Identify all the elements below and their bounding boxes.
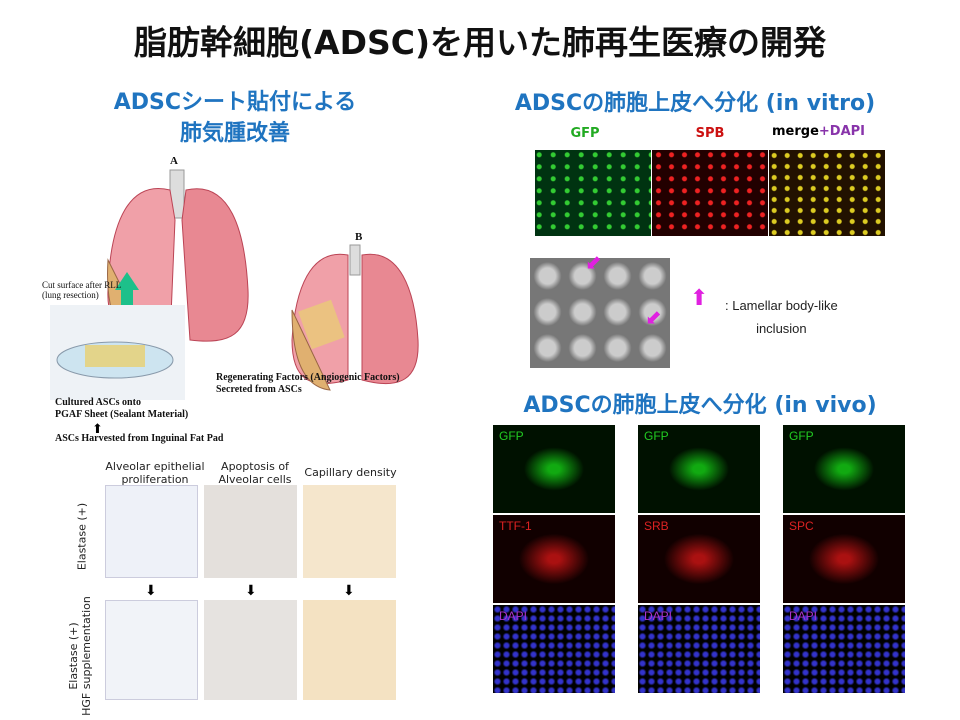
vivo-image: GFP <box>783 425 905 513</box>
down-arrow-icon: ⬇ <box>145 583 157 599</box>
histology-image <box>105 485 198 578</box>
vivo-image: DAPI <box>783 605 905 693</box>
vivo-image: GFP <box>638 425 760 513</box>
harvested-label: ASCs Harvested from Inguinal Fat Pad <box>55 433 224 444</box>
vivo-image: GFP <box>493 425 615 513</box>
magenta-arrow-icon: ⬆ <box>690 286 709 311</box>
magenta-arrow-icon: ⬋ <box>585 250 602 274</box>
histology-image <box>204 600 297 700</box>
cut-surface-label: Cut surface after RLL(lung resection) <box>42 280 122 300</box>
merge-image <box>769 150 885 236</box>
merge-dapi-label: merge+DAPI <box>772 124 866 139</box>
lung-sheet-figure <box>50 169 419 400</box>
vivo-image-label: TTF-1 <box>499 519 532 533</box>
col-label-proliferation: Alveolar epithelial proliferation <box>105 460 205 486</box>
vivo-image-label: SPC <box>789 519 814 533</box>
histology-image <box>303 600 396 700</box>
vivo-image: SPC <box>783 515 905 603</box>
left-heading-1: ADSCシート貼付による <box>113 90 357 115</box>
vitro-heading: ADSCの肺胞上皮へ分化 (in vitro) <box>514 91 876 116</box>
vivo-image: SRB <box>638 515 760 603</box>
spb-image <box>652 150 768 236</box>
vivo-image-label: DAPI <box>644 609 673 623</box>
vivo-image: DAPI <box>493 605 615 693</box>
row-label-elastase-hgf: Elastase (+)HGF supplementation <box>67 596 93 716</box>
vivo-heading: ADSCの肺胞上皮へ分化 (in vivo) <box>523 393 877 418</box>
gfp-image <box>535 150 651 236</box>
left-heading-2: 肺気腫改善 <box>179 121 290 146</box>
magenta-arrow-icon: ⬋ <box>645 305 662 329</box>
vivo-image-label: DAPI <box>789 609 818 623</box>
col-label-capillary: Capillary density <box>304 466 397 479</box>
regenerating-factors-label: Regenerating Factors (Angiogenic Factors… <box>216 372 400 395</box>
vivo-image-label: GFP <box>644 429 669 443</box>
row-label-elastase: Elastase (+) <box>75 502 89 571</box>
up-arrow-icon: ⬆ <box>92 422 103 437</box>
gfp-label: GFP <box>570 126 600 141</box>
electron-micrograph <box>530 258 670 368</box>
slide-title: 脂肪幹細胞(ADSC)を用いた肺再生医療の開発 <box>133 23 827 62</box>
figure-label-b: B <box>355 231 363 243</box>
vivo-image-label: DAPI <box>499 609 528 623</box>
histology-image <box>303 485 396 578</box>
histology-image <box>204 485 297 578</box>
vivo-image-label: SRB <box>644 519 669 533</box>
histology-image <box>105 600 198 700</box>
figure-label-a: A <box>170 155 178 167</box>
col-label-apoptosis: Apoptosis of Alveolar cells <box>218 460 292 486</box>
down-arrow-icon: ⬇ <box>245 583 257 599</box>
vivo-image: DAPI <box>638 605 760 693</box>
spb-label: SPB <box>695 126 725 141</box>
vivo-image-label: GFP <box>789 429 814 443</box>
down-arrow-icon: ⬇ <box>343 583 355 599</box>
vivo-image-label: GFP <box>499 429 524 443</box>
vivo-image: TTF-1 <box>493 515 615 603</box>
